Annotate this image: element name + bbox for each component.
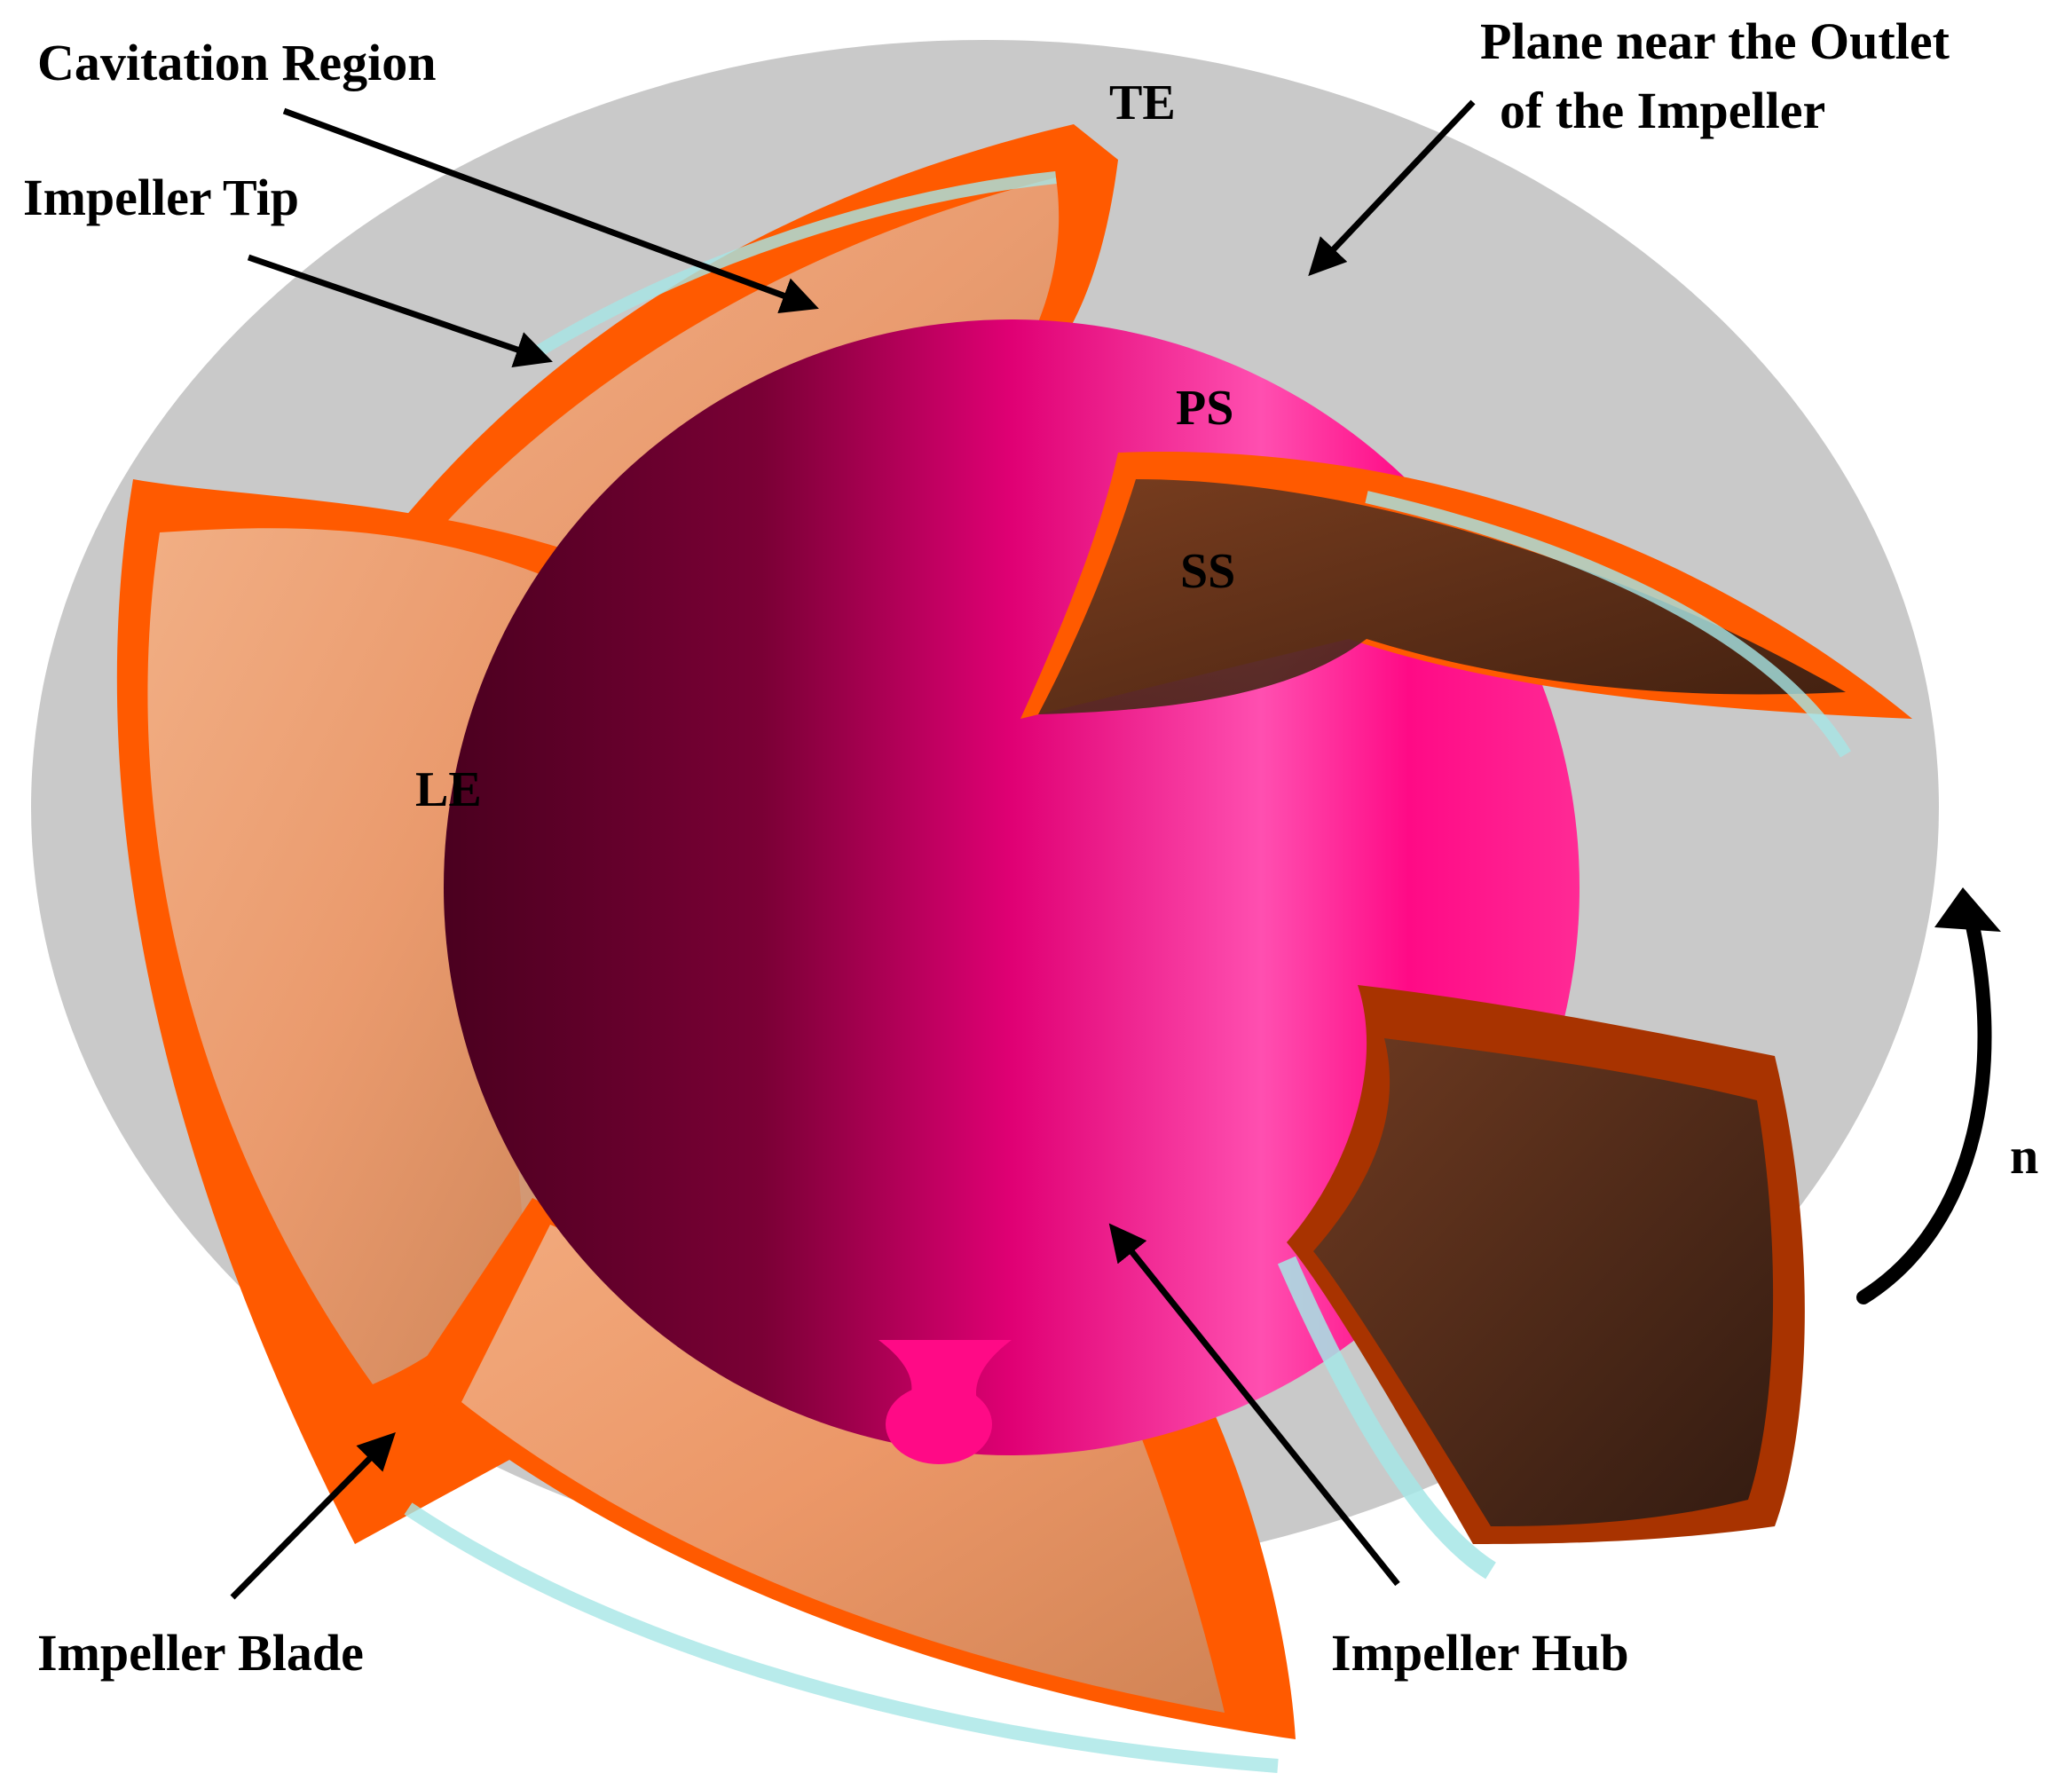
cavitation-edge-top-left: [529, 171, 1057, 360]
label-outlet-plane-line2: of the Impeller: [1500, 82, 1826, 139]
label-impeller-hub: Impeller Hub: [1331, 1624, 1629, 1682]
arrow-outlet-plane: [1308, 99, 1476, 277]
label-outlet-plane-line1: Plane near the Outlet: [1480, 12, 1950, 70]
label-impeller-tip: Impeller Tip: [23, 169, 300, 226]
label-ps: PS: [1176, 381, 1234, 436]
cavitation-right-lower: [1313, 1038, 1774, 1526]
cavitation-edge-right-lower: [1277, 1256, 1496, 1580]
arrow-cavitation-region: [282, 107, 819, 314]
label-le: LE: [415, 762, 482, 817]
cavitation-right-upper: [1038, 479, 1846, 714]
rotation-arrow-head: [1934, 887, 2001, 932]
hub-neck: [878, 1340, 1012, 1420]
arrow-impeller-tip: [247, 254, 553, 367]
rotation-arrow: [1856, 907, 1992, 1304]
label-impeller-blade: Impeller Blade: [37, 1624, 364, 1682]
label-rotation-n: n: [2010, 1127, 2039, 1185]
cavitation-edge-bottom: [404, 1502, 1279, 1773]
cavitation-edge-right-upper: [1365, 491, 1851, 758]
label-cavitation-region: Cavitation Region: [37, 34, 437, 91]
label-te: TE: [1109, 75, 1176, 130]
arrow-impeller-hub: [1108, 1223, 1400, 1587]
label-ss: SS: [1180, 544, 1236, 599]
arrow-impeller-blade: [230, 1432, 396, 1600]
